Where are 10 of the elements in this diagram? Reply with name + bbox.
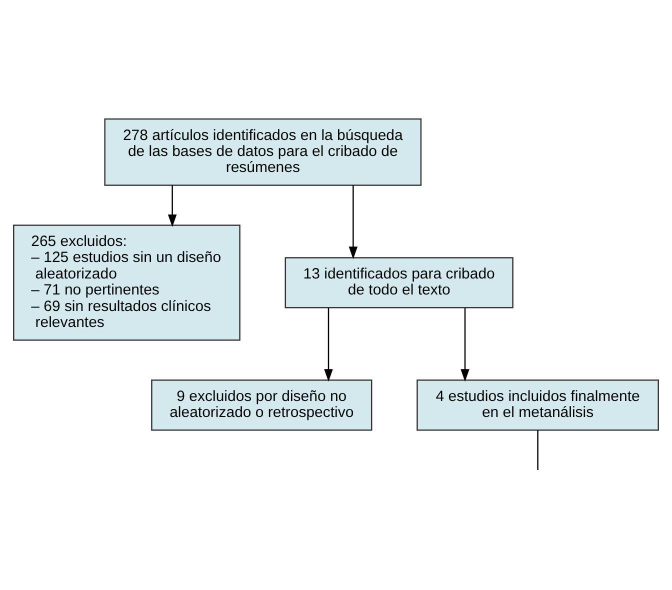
node-box: 278 artículos identificados en la búsqueda de las bases de datos para el cribado de resúmenes <box>104 118 422 186</box>
connector <box>537 430 538 470</box>
node-box: 13 identificados para cribado de todo el texto <box>284 257 514 308</box>
arrow <box>168 185 177 227</box>
arrow <box>460 308 470 382</box>
node-box: 265 excluidos: – 125 estudios sin un diseño aleatorizado – 71 no pertinentes – 69 sin resultados clínicos relevantes <box>13 224 240 341</box>
arrow <box>348 185 358 260</box>
arrow <box>324 308 333 382</box>
node-box: 4 estudios incluidos finalmente en el metanálisis <box>416 380 659 431</box>
node-box: 9 excluidos por diseño no aleatorizado o retrospectivo <box>151 380 372 431</box>
